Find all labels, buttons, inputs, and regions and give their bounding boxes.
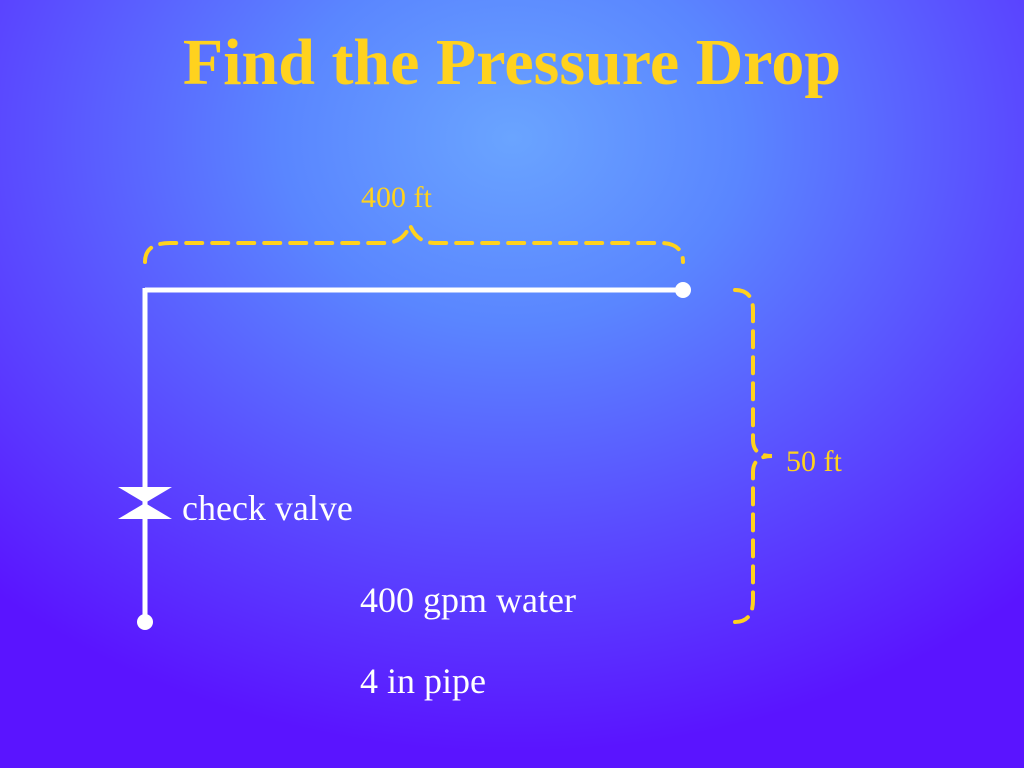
pipe-outlet-dot <box>675 282 691 298</box>
pipe-size-label: 4 in pipe <box>360 661 486 701</box>
vertical-rise-label: 50 ft <box>786 445 842 478</box>
slide-title: Find the Pressure Drop <box>182 26 842 99</box>
check-valve-icon <box>118 487 172 519</box>
horizontal-dimension-brace <box>143 219 685 264</box>
horizontal-length-label: 400 ft <box>361 181 432 214</box>
vertical-dimension-brace <box>733 288 773 624</box>
flow-rate-label: 400 gpm water <box>360 580 576 620</box>
pipe-inlet-dot <box>137 614 153 630</box>
check-valve-label: check valve <box>182 488 353 528</box>
